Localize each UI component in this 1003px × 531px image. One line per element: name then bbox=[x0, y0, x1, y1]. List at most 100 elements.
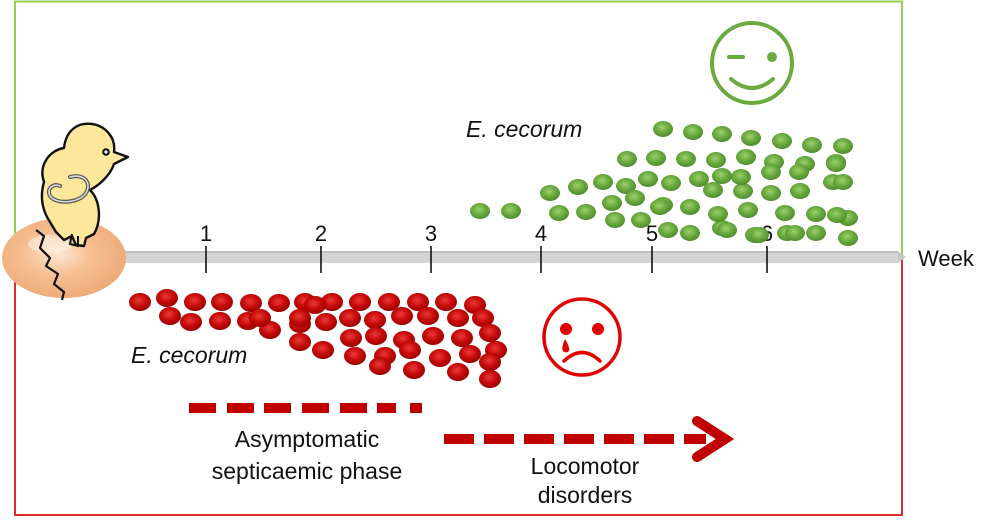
healthy-bacterium bbox=[789, 164, 809, 180]
healthy-bacterium bbox=[806, 206, 826, 222]
disease-bacterium bbox=[304, 296, 326, 314]
healthy-bacterium bbox=[470, 203, 490, 219]
healthy-bacterium bbox=[703, 182, 723, 198]
dash-segment bbox=[227, 403, 254, 413]
disease-bacterium bbox=[422, 327, 444, 345]
diseased-organism-label: E. cecorum bbox=[131, 342, 247, 368]
healthy-bacterium bbox=[761, 164, 781, 180]
healthy-organism-label: E. cecorum bbox=[466, 116, 582, 142]
healthy-bacterium bbox=[736, 149, 756, 165]
axis-tick-label: 5 bbox=[646, 221, 658, 246]
healthy-bacterium bbox=[712, 168, 732, 184]
disease-bacterium bbox=[349, 293, 371, 311]
disease-bacterium bbox=[479, 353, 501, 371]
disease-bacterium bbox=[399, 341, 421, 359]
healthy-bacterium bbox=[772, 133, 792, 149]
disease-bacterium bbox=[211, 293, 233, 311]
healthy-bacterium bbox=[568, 179, 588, 195]
disease-bacterium bbox=[435, 293, 457, 311]
locomotor-phase-dashed-arrow bbox=[444, 434, 706, 444]
disease-bacterium bbox=[209, 312, 231, 330]
healthy-bacterium bbox=[631, 212, 651, 228]
healthy-bacterium bbox=[706, 152, 726, 168]
healthy-bacterium bbox=[749, 227, 769, 243]
disease-bacterium bbox=[479, 370, 501, 388]
sad-crying-face-icon bbox=[542, 297, 622, 377]
dash-segment bbox=[189, 403, 216, 413]
dash-segment bbox=[340, 403, 367, 413]
dash-segment bbox=[684, 434, 706, 444]
disease-bacterium bbox=[479, 324, 501, 342]
disease-bacterium bbox=[364, 311, 386, 329]
healthy-bacterium bbox=[827, 207, 847, 223]
disease-bacterium bbox=[315, 313, 337, 331]
diseased-organism-genus: E. bbox=[131, 342, 153, 368]
healthy-bacterium bbox=[661, 175, 681, 191]
healthy-bacterium bbox=[733, 183, 753, 199]
healthy-bacterium bbox=[602, 195, 622, 211]
healthy-bacterium bbox=[638, 171, 658, 187]
healthy-bacterium bbox=[826, 156, 846, 172]
dash-segment bbox=[302, 403, 329, 413]
axis-tick-label: 2 bbox=[315, 221, 327, 246]
healthy-bacterium bbox=[712, 126, 732, 142]
healthy-bacterium bbox=[833, 138, 853, 154]
asymptomatic-phase-dashed-line bbox=[189, 403, 422, 413]
disease-bacterium bbox=[289, 333, 311, 351]
disease-bacterium bbox=[340, 329, 362, 347]
axis-tick-label: 1 bbox=[200, 221, 212, 246]
dash-segment bbox=[524, 434, 554, 444]
healthy-bacterium bbox=[617, 151, 637, 167]
disease-bacterium bbox=[447, 309, 469, 327]
healthy-bacterium bbox=[540, 185, 560, 201]
healthy-bacterium bbox=[683, 124, 703, 140]
diseased-organism-species: cecorum bbox=[153, 342, 248, 368]
dash-segment bbox=[410, 403, 422, 413]
disease-bacterium bbox=[369, 357, 391, 375]
disease-bacterium bbox=[447, 363, 469, 381]
dash-segment bbox=[644, 434, 674, 444]
healthy-bacterium bbox=[680, 199, 700, 215]
disease-bacterium bbox=[403, 361, 425, 379]
healthy-bacterium bbox=[658, 222, 678, 238]
disease-bacterium bbox=[417, 307, 439, 325]
healthy-bacterium bbox=[676, 151, 696, 167]
disease-bacterium bbox=[344, 347, 366, 365]
phase-1-label-line1: Asymptomatic bbox=[235, 426, 379, 452]
diseased-region-border bbox=[14, 258, 903, 516]
phase-2-label-line2: disorders bbox=[538, 482, 633, 508]
arrow-head-icon bbox=[692, 416, 735, 462]
timeline-axis bbox=[110, 251, 906, 263]
disease-bacterium bbox=[129, 293, 151, 311]
healthy-bacterium bbox=[616, 178, 636, 194]
healthy-bacterium bbox=[605, 212, 625, 228]
disease-bacterium bbox=[268, 294, 290, 312]
healthy-bacterium bbox=[501, 203, 521, 219]
dash-segment bbox=[444, 434, 474, 444]
disease-bacterium bbox=[451, 329, 473, 347]
dash-segment bbox=[564, 434, 594, 444]
disease-bacterium bbox=[249, 309, 271, 327]
healthy-bacterium bbox=[708, 206, 728, 222]
phase-1-label-line2: septicaemic phase bbox=[212, 458, 403, 484]
disease-bacterium bbox=[240, 294, 262, 312]
healthy-bacterium bbox=[741, 130, 761, 146]
disease-bacterium bbox=[429, 349, 451, 367]
axis-tick-label: 3 bbox=[425, 221, 437, 246]
winking-smiley-icon bbox=[710, 21, 794, 105]
disease-bacterium bbox=[321, 293, 343, 311]
disease-bacterium bbox=[312, 341, 334, 359]
healthy-bacterium bbox=[689, 171, 709, 187]
disease-bacterium bbox=[289, 309, 311, 327]
healthy-bacterium bbox=[717, 222, 737, 238]
healthy-bacterium bbox=[806, 225, 826, 241]
healthy-bacterium bbox=[738, 202, 758, 218]
axis-label: Week bbox=[918, 246, 975, 271]
dash-segment bbox=[377, 403, 396, 413]
healthy-bacterium bbox=[653, 121, 673, 137]
healthy-bacterium bbox=[731, 169, 751, 185]
disease-bacterium bbox=[339, 309, 361, 327]
healthy-region-border bbox=[14, 0, 903, 258]
